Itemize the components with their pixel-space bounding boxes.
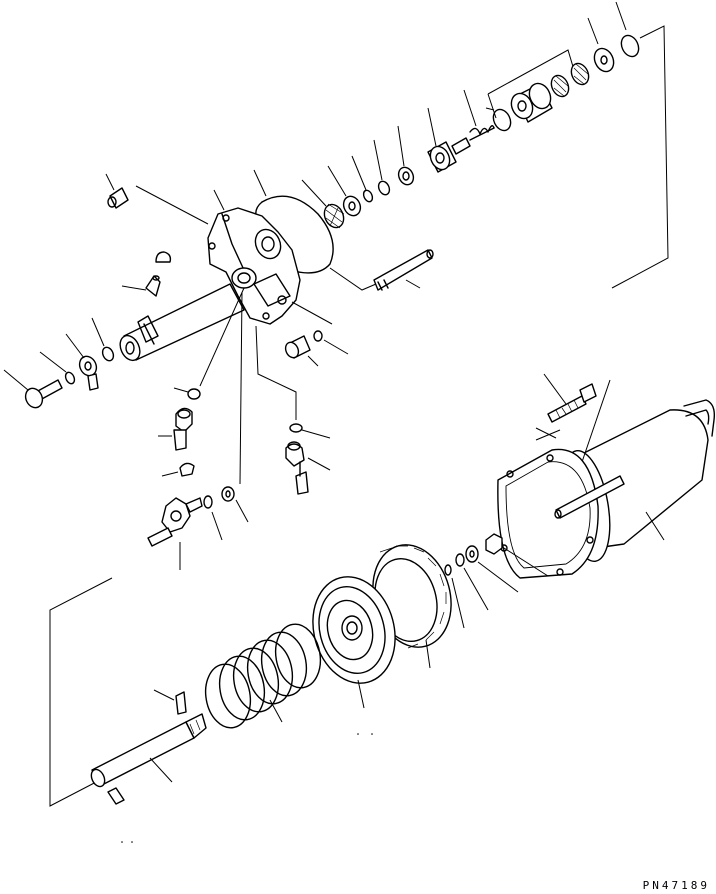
motor-shaft xyxy=(554,475,625,519)
washer-right xyxy=(255,325,331,439)
ring-lower xyxy=(444,564,465,629)
pin-lower-b xyxy=(107,787,125,805)
o-ring-upper xyxy=(485,107,512,132)
washer-top xyxy=(587,17,615,73)
washer-cylinder-a xyxy=(91,317,115,362)
ring-a xyxy=(373,139,391,196)
o-ring-left xyxy=(173,287,245,400)
grease-fitting xyxy=(121,275,161,297)
sensor-fitting xyxy=(285,441,331,495)
strainer xyxy=(301,179,345,229)
valve-housing xyxy=(207,189,301,325)
bolt-motor xyxy=(535,373,597,441)
banjo-fitting xyxy=(65,333,99,391)
washer-mid xyxy=(327,165,362,217)
hex-nut xyxy=(485,533,549,577)
mark-dot xyxy=(357,733,359,735)
small-spring xyxy=(463,89,495,141)
pin-lower-a xyxy=(153,689,187,715)
bushing xyxy=(510,82,553,123)
washer-lower-a xyxy=(465,545,519,593)
elbow-nipple xyxy=(158,407,193,451)
washer-lower-b xyxy=(455,553,489,611)
nut-small xyxy=(161,462,195,477)
washer-cylinder-b xyxy=(39,351,76,385)
drive-shaft xyxy=(90,713,207,788)
ring-right xyxy=(291,301,349,355)
ring-b xyxy=(351,155,374,203)
control-rod xyxy=(329,249,434,291)
valve-spool xyxy=(427,107,471,173)
star-knob-valve xyxy=(147,497,203,570)
compression-spring xyxy=(204,623,322,729)
ring-knob xyxy=(203,495,223,541)
mark-dot xyxy=(371,733,373,735)
mark-dot xyxy=(121,841,123,843)
bearing-pair xyxy=(550,62,590,98)
dowel-pin-upper xyxy=(105,173,209,225)
mark-dot xyxy=(131,841,133,843)
hydraulic-cylinder xyxy=(119,283,245,362)
spacer-collar xyxy=(284,335,319,367)
mounting-flange xyxy=(497,448,599,579)
snap-ring xyxy=(615,1,640,58)
plug-small xyxy=(397,125,415,186)
cap-plug xyxy=(155,251,172,263)
assembly-bracket-lower xyxy=(49,577,113,807)
washer-knob xyxy=(221,291,249,523)
banjo-bolt xyxy=(3,369,63,409)
drawing-part-number: PN47189 xyxy=(642,879,710,892)
